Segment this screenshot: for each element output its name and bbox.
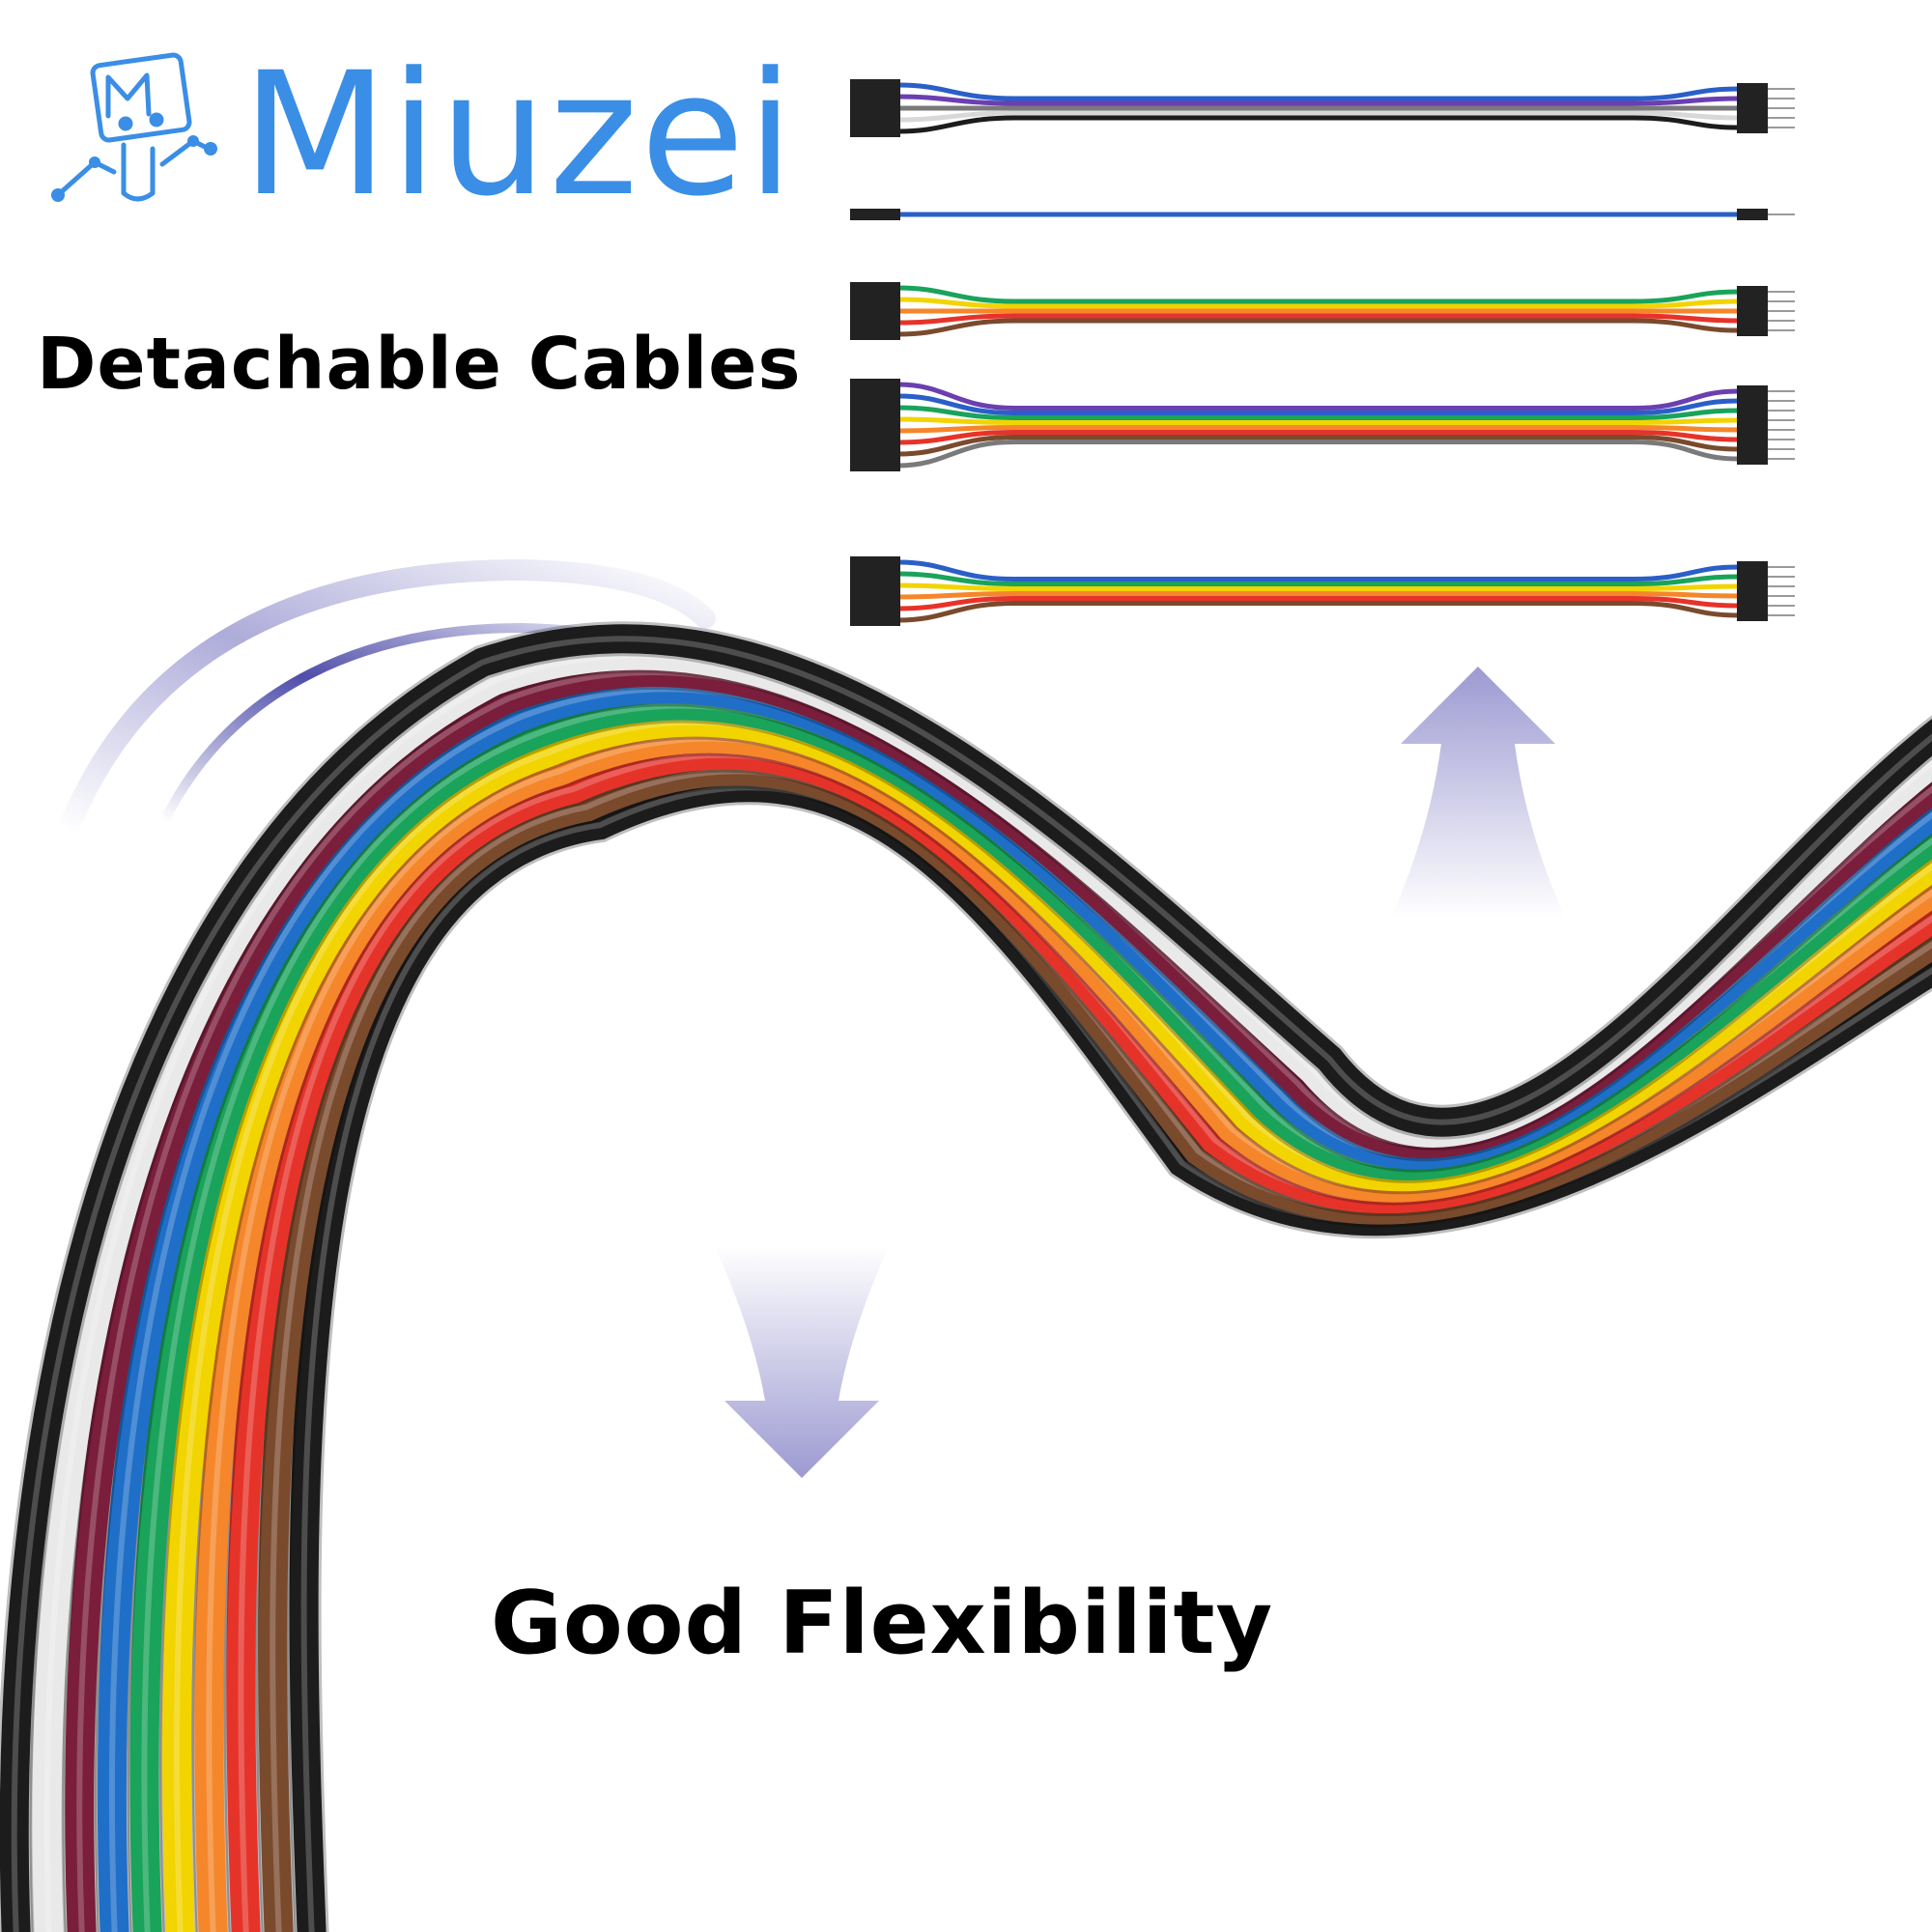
male-connector-icon <box>1737 610 1768 621</box>
jumper-wire <box>897 82 1740 101</box>
female-connector-icon <box>850 305 900 317</box>
jumper-wire <box>897 382 1740 411</box>
male-connector-icon <box>1737 286 1768 298</box>
female-connector-icon <box>850 580 900 591</box>
male-connector-icon <box>1737 93 1768 104</box>
jumper-wire <box>897 582 1740 591</box>
female-connector-icon <box>850 413 900 425</box>
female-connector-icon <box>850 282 900 294</box>
male-connector-icon <box>1737 571 1768 582</box>
female-connector-icon <box>850 379 900 390</box>
female-connector-icon <box>850 390 900 402</box>
female-connector-icon <box>850 614 900 626</box>
female-connector-icon <box>850 425 900 437</box>
male-connector-icon <box>1737 112 1768 124</box>
jumper-wire <box>897 430 1740 445</box>
male-connector-icon <box>1737 395 1768 407</box>
male-connector-icon <box>1737 385 1768 397</box>
cable-set-5 <box>850 556 1795 626</box>
female-connector-icon <box>850 91 900 102</box>
female-connector-icon <box>850 603 900 614</box>
male-connector-icon <box>1737 83 1768 95</box>
female-connector-icon <box>850 209 900 220</box>
jumper-wire <box>897 596 1740 611</box>
arrow-down-icon <box>715 1246 889 1478</box>
brand-name: Miuzei <box>242 36 796 234</box>
jumper-wire <box>897 591 1740 600</box>
male-connector-icon <box>1737 102 1768 114</box>
male-connector-icon <box>1737 209 1768 220</box>
jumper-wire <box>897 571 1740 586</box>
arrow-up-icon <box>1391 667 1565 918</box>
motion-arc-outer <box>57 558 716 841</box>
ribbon-cable <box>0 621 1932 1932</box>
female-connector-icon <box>850 114 900 126</box>
male-connector-icon <box>1737 600 1768 611</box>
male-connector-icon <box>1737 590 1768 602</box>
cable-set-3 <box>850 282 1795 340</box>
ribbon-wire-highlight <box>11 636 1932 1932</box>
miuzei-robot-logo-icon <box>51 52 217 202</box>
cable-set-4 <box>850 379 1795 471</box>
female-connector-icon <box>850 294 900 305</box>
jumper-wire-sets <box>850 79 1795 626</box>
female-connector-icon <box>850 556 900 568</box>
jumper-wire <box>897 115 1740 134</box>
jumper-wire <box>897 285 1740 304</box>
female-connector-icon <box>850 448 900 460</box>
male-connector-icon <box>1737 424 1768 436</box>
jumper-wire <box>897 416 1740 425</box>
female-connector-icon <box>850 460 900 471</box>
male-connector-icon <box>1737 561 1768 573</box>
female-connector-icon <box>850 568 900 580</box>
headline-detachable-cables: Detachable Cables <box>37 323 802 406</box>
male-connector-icon <box>1737 405 1768 416</box>
jumper-wire <box>897 559 1740 582</box>
jumper-wire <box>897 435 1740 457</box>
male-connector-icon <box>1737 315 1768 327</box>
jumper-wire <box>897 425 1740 434</box>
male-connector-icon <box>1737 581 1768 592</box>
ribbon-wire <box>0 624 1932 1932</box>
headline-good-flexibility: Good Flexibility <box>491 1573 1274 1674</box>
jumper-wire <box>897 94 1740 106</box>
male-connector-icon <box>1737 434 1768 445</box>
male-connector-icon <box>1737 414 1768 426</box>
jumper-wire <box>897 110 1740 123</box>
female-connector-icon <box>850 126 900 137</box>
jumper-wire <box>897 440 1740 469</box>
jumper-wire <box>897 405 1740 420</box>
female-connector-icon <box>850 437 900 448</box>
jumper-wire <box>897 393 1740 415</box>
male-connector-icon <box>1737 325 1768 336</box>
male-connector-icon <box>1737 122 1768 133</box>
cable-set-1 <box>850 79 1795 137</box>
jumper-wire <box>897 313 1740 326</box>
female-connector-icon <box>850 402 900 413</box>
female-connector-icon <box>850 79 900 91</box>
female-connector-icon <box>850 102 900 114</box>
male-connector-icon <box>1737 453 1768 465</box>
female-connector-icon <box>850 317 900 328</box>
male-connector-icon <box>1737 443 1768 455</box>
cable-set-2 <box>850 209 1795 220</box>
female-connector-icon <box>850 591 900 603</box>
jumper-wire <box>897 297 1740 309</box>
male-connector-icon <box>1737 305 1768 317</box>
jumper-wire <box>897 601 1740 623</box>
female-connector-icon <box>850 328 900 340</box>
jumper-wire <box>897 318 1740 337</box>
male-connector-icon <box>1737 296 1768 307</box>
